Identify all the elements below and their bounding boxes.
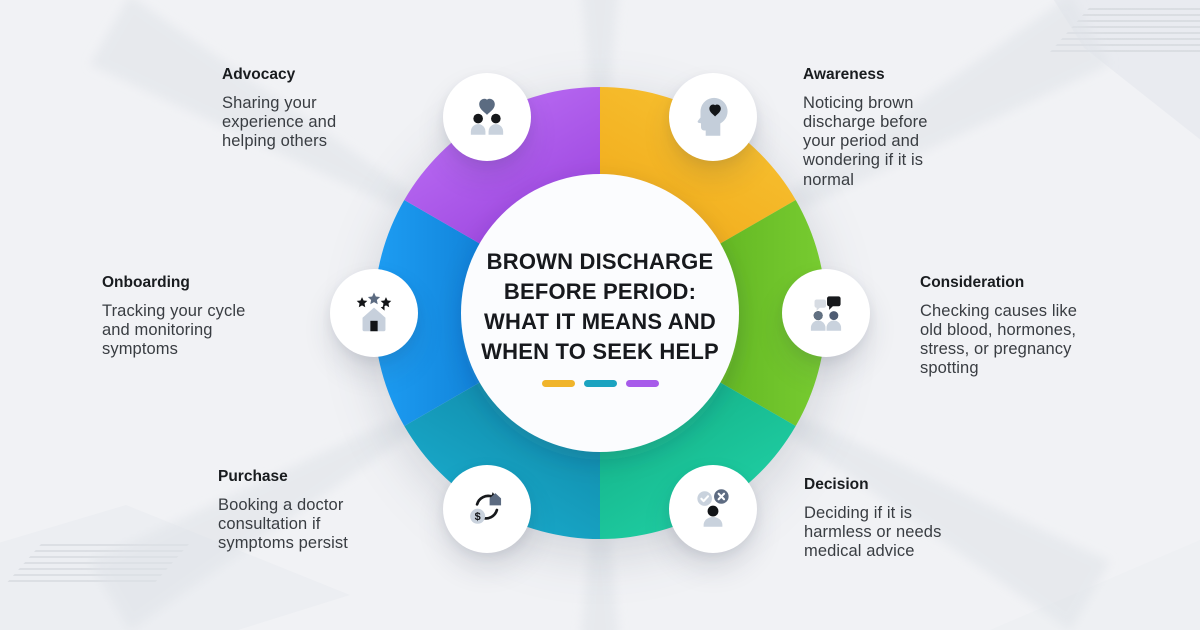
stage-label-advocacy: Advocacy Sharing your experience and hel…: [222, 66, 354, 151]
head-heart-icon: [697, 97, 728, 136]
stage-heading: Purchase: [218, 468, 288, 485]
stage-label-onboarding: Onboarding Tracking your cycle and monit…: [102, 274, 260, 359]
title-line-4: WHEN TO SEEK HELP: [481, 339, 719, 364]
title-accent-dashes: [448, 380, 752, 387]
stage-heading: Advocacy: [222, 66, 296, 83]
purchase-icon-bubble: $: [443, 465, 531, 553]
stage-description: Sharing your experience and helping othe…: [222, 93, 337, 151]
wheel-segment-purchase: [404, 381, 600, 539]
wheel-segment-awareness: [600, 87, 796, 245]
consideration-icon-bubble: [782, 269, 870, 357]
wheel-segment-onboarding: [374, 200, 482, 426]
decision-icon-bubble: [669, 465, 757, 553]
people-heart-icon: [470, 98, 504, 135]
stage-label-purchase: Purchase Booking a doctor consultation i…: [218, 468, 360, 553]
title-line-1: BROWN DISCHARGE: [486, 249, 714, 274]
wheel-center-disc: [461, 174, 739, 452]
wheel-segments: [374, 87, 826, 539]
stage-description: Booking a doctor consultation if symptom…: [218, 495, 348, 553]
title-line-2: BEFORE PERIOD:: [503, 279, 697, 304]
advocacy-icon-bubble: [443, 73, 531, 161]
stage-label-awareness: Awareness Noticing brown discharge befor…: [803, 66, 945, 190]
wheel-segment-decision: [600, 381, 796, 539]
accent-dash-yellow: [541, 380, 575, 387]
stage-heading: Onboarding: [102, 274, 190, 291]
dollar-house-cycle-icon: $: [470, 492, 502, 524]
stage-heading: Consideration: [920, 274, 1025, 291]
page-title: BROWN DISCHARGE BEFORE PERIOD: WHAT IT M…: [448, 247, 752, 387]
people-chat-icon: [810, 296, 842, 331]
awareness-icon-bubble: [669, 73, 757, 161]
wheel-segment-advocacy: [404, 87, 600, 245]
accent-dash-purple: [625, 380, 659, 387]
wheel-segment-consideration: [718, 200, 826, 426]
stage-description: Noticing brown discharge before your per…: [803, 93, 928, 189]
svg-text:$: $: [475, 511, 481, 523]
accent-dash-teal: [583, 380, 617, 387]
stage-description: Deciding if it is harmless or needs medi…: [804, 503, 942, 561]
title-line-3: WHAT IT MEANS AND: [484, 309, 716, 334]
stage-heading: Awareness: [803, 66, 885, 83]
stage-label-decision: Decision Deciding if it is harmless or n…: [804, 476, 956, 561]
person-check-x-icon: [697, 489, 729, 527]
stage-heading: Decision: [804, 476, 869, 493]
background-shadow-wedges: [89, 0, 1111, 630]
stage-description: Checking causes like old blood, hormones…: [920, 301, 1077, 378]
stage-label-consideration: Consideration Checking causes like old b…: [920, 274, 1088, 379]
onboarding-icon-bubble: [330, 269, 418, 357]
house-stars-icon: [356, 292, 392, 332]
stage-description: Tracking your cycle and monitoring sympt…: [102, 301, 246, 359]
